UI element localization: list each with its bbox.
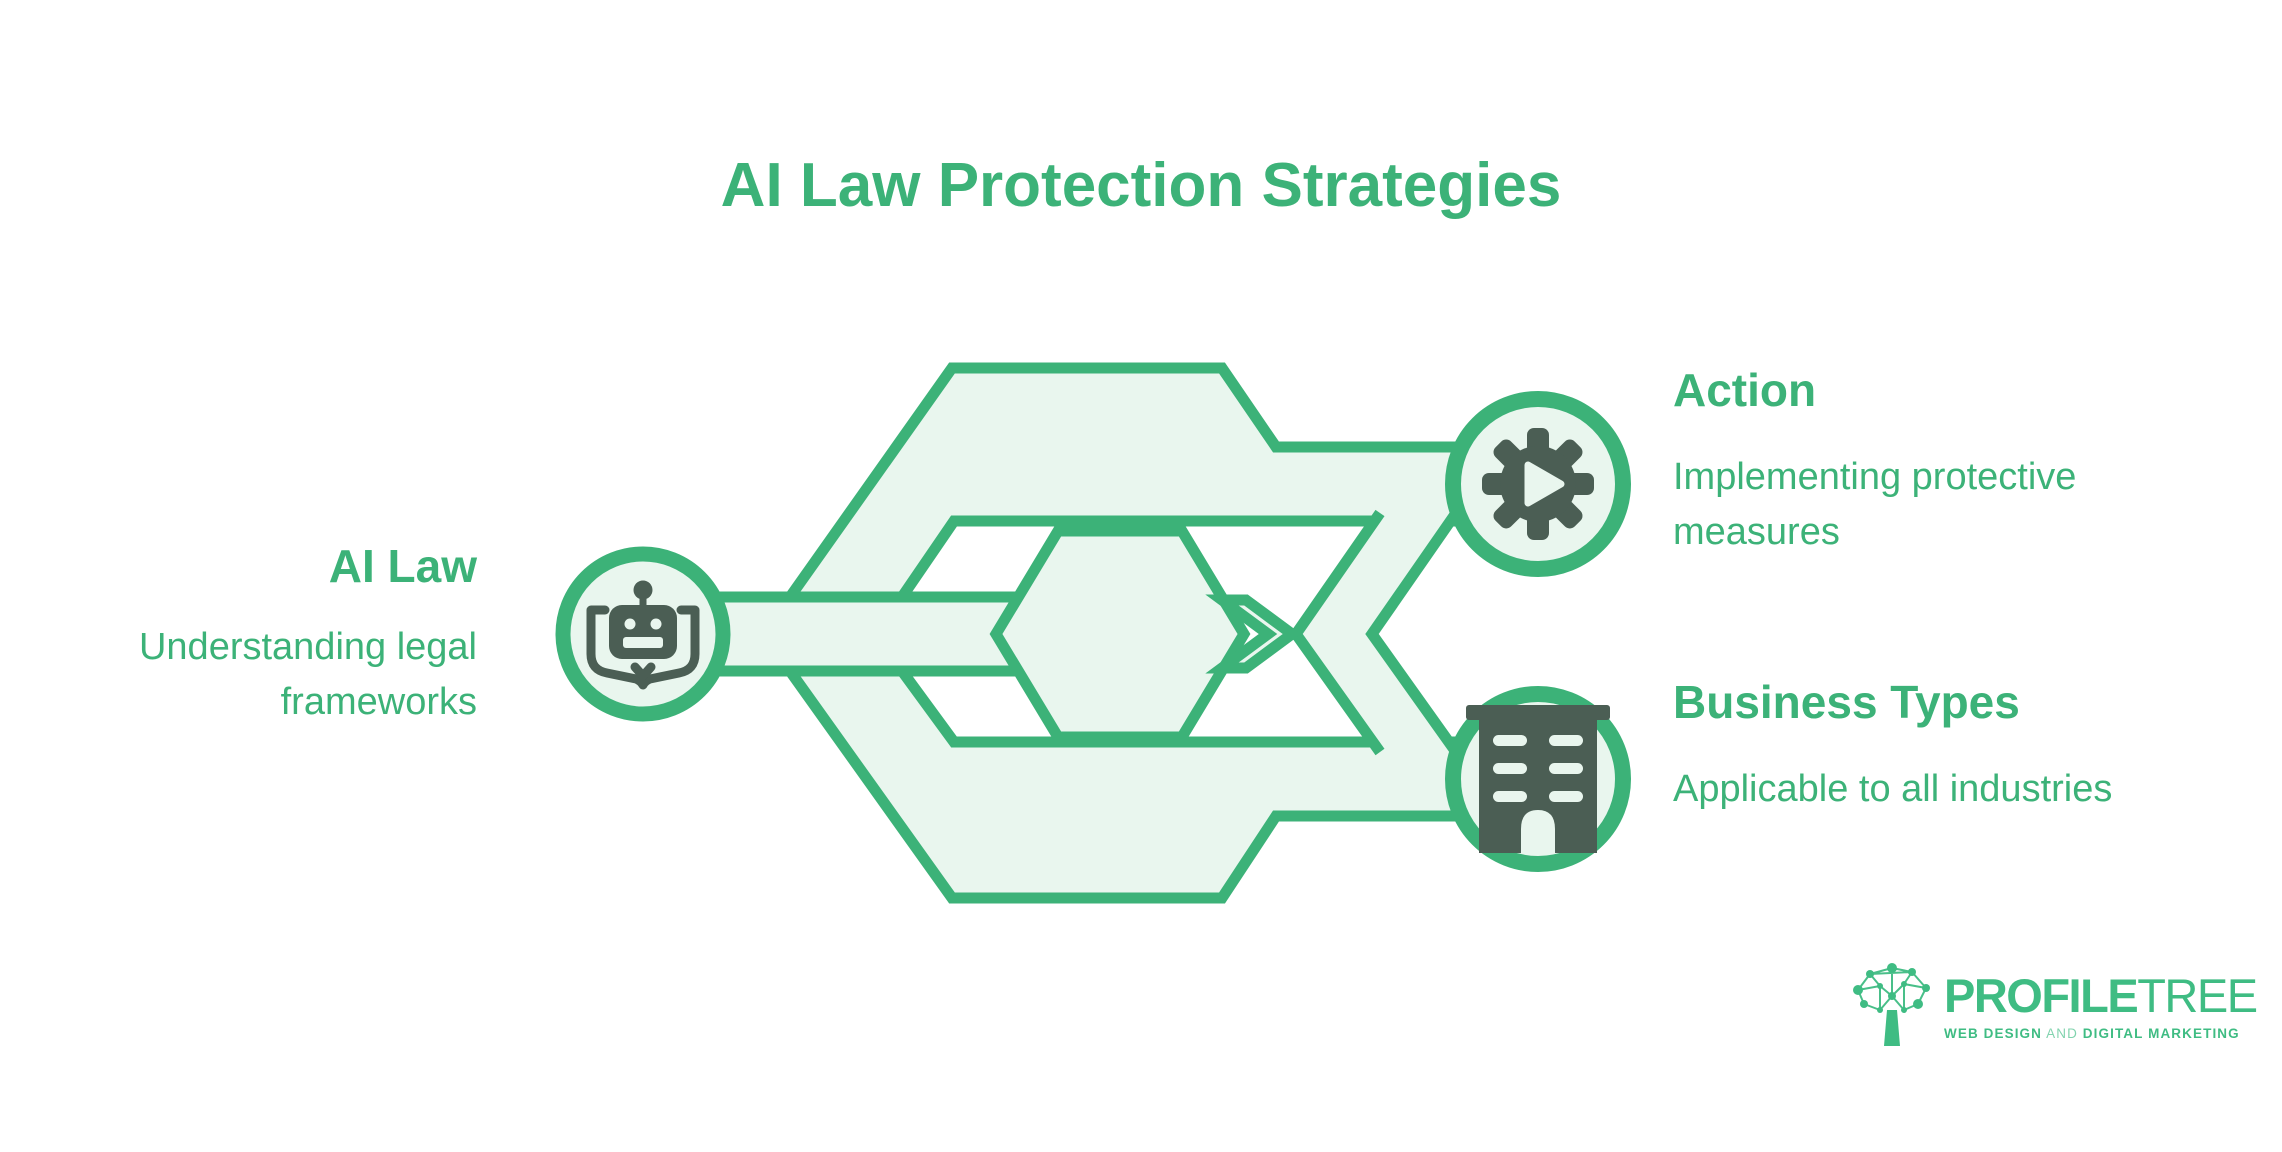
logo-tagline-digitalmarketing: DIGITAL MARKETING — [2082, 1026, 2240, 1041]
logo-wordmark-tree: TREE — [2137, 969, 2258, 1022]
business-types-node-circle — [1445, 686, 1631, 872]
logo-text-block: PROFILETREE WEB DESIGN AND DIGITAL MARKE… — [1944, 960, 2258, 1041]
ai-law-heading: AI Law — [328, 540, 477, 592]
logo-tagline: WEB DESIGN AND DIGITAL MARKETING — [1944, 1026, 2257, 1041]
ai-law-node-circle — [555, 546, 731, 722]
profiletree-logo: PROFILETREE WEB DESIGN AND DIGITAL MARKE… — [1850, 960, 2258, 1048]
building-icon — [1466, 705, 1610, 853]
business-types-description: Applicable to all industries — [1673, 768, 2113, 810]
ai-law-description: Understanding legal frameworks — [138, 626, 477, 724]
tree-network-icon — [1853, 963, 1930, 1046]
action-node-circle — [1445, 391, 1631, 577]
center-hexagon — [989, 525, 1251, 743]
logo-tagline-and: AND — [2046, 1026, 2078, 1041]
action-heading: Action — [1673, 364, 1817, 416]
logo-tagline-webdesign: WEB DESIGN — [1944, 1026, 2043, 1041]
logo-wordmark: PROFILETREE — [1944, 969, 2258, 1022]
action-description: Implementing protective measures — [1673, 456, 2077, 554]
business-types-heading: Business Types — [1673, 676, 2020, 728]
gear-play-icon — [1482, 428, 1594, 540]
zigzag-band — [1289, 509, 1461, 756]
logo-wordmark-profile: PROFILE — [1944, 969, 2139, 1022]
robot-book-icon — [586, 580, 700, 690]
page-title: AI Law Protection Strategies — [720, 151, 1562, 220]
chevron-arrow — [1205, 594, 1302, 674]
